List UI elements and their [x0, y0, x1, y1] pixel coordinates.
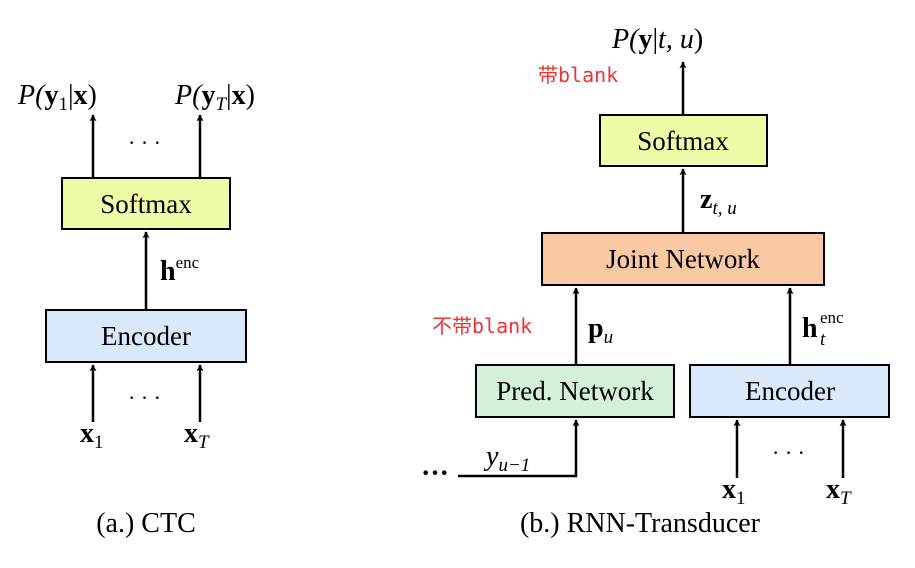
rnnt-with-blank-note: 带blank [538, 63, 618, 87]
ctc-encoder-box [45, 309, 247, 363]
rnnt-prev-label-path [458, 419, 580, 478]
rnnt-logits-label: zt, u [700, 184, 737, 219]
rnnt-joint-box [541, 232, 825, 286]
rnnt-input-first: x1 [722, 474, 746, 509]
ctc-softmax-label: Softmax [100, 189, 192, 219]
ctc-output-first: P(y1|x) [17, 80, 97, 115]
rnnt-input-dots: · · · [772, 440, 805, 465]
rnnt-history-dots: ··· [421, 458, 449, 489]
ctc-panel: P(y1|x) P(yT|x) · · · Softmax henc Encod… [17, 80, 255, 539]
ctc-hidden-label: henc [160, 253, 200, 287]
rnnt-encoder-box [689, 364, 890, 418]
ctc-caption: (a.) CTC [96, 508, 196, 539]
rnnt-pred-out-label: pu [588, 313, 613, 348]
ctc-softmax-box [61, 177, 231, 230]
rnnt-output-label: P(y|t, u) [611, 24, 703, 55]
rnnt-prev-label: yu−1 [483, 441, 530, 476]
ctc-input-last: xT [184, 418, 210, 453]
rnnt-joint-label: Joint Network [606, 244, 760, 274]
rnnt-input-last: xT [826, 474, 852, 509]
rnnt-pred-box [475, 364, 675, 418]
ctc-output-dots: · · · [128, 130, 161, 155]
ctc-input-dots: · · · [128, 385, 161, 410]
rnnt-softmax-label: Softmax [637, 126, 729, 156]
ctc-input-first: x1 [80, 418, 104, 453]
rnnt-pred-label: Pred. Network [496, 376, 654, 406]
ctc-output-last: P(yT|x) [174, 80, 255, 115]
rnnt-softmax-box [599, 114, 768, 167]
ctc-encoder-label: Encoder [101, 321, 191, 351]
rnnt-encoder-label: Encoder [745, 376, 835, 406]
rnnt-caption: (b.) RNN-Transducer [520, 508, 761, 539]
rnnt-without-blank-note: 不带blank [432, 314, 532, 338]
rnnt-panel: P(y|t, u) 带blank Softmax zt, u Joint Net… [421, 24, 890, 539]
